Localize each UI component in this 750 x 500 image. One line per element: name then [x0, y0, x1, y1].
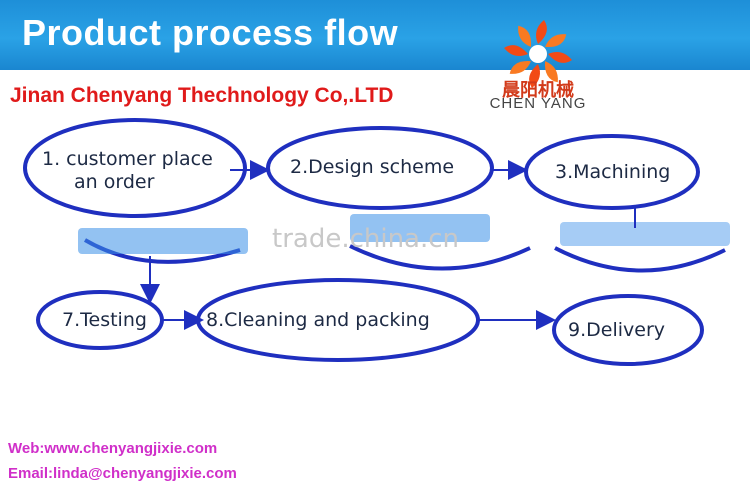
hidden-row-overlay-right — [560, 222, 730, 246]
step-2-label: 2.Design scheme — [290, 156, 454, 178]
logo-name-en: CHEN YANG — [489, 95, 587, 112]
hidden-row-overlay-left — [78, 228, 248, 254]
hidden-step-outline-right — [554, 246, 726, 273]
step-1-label-line-1: 1. customer place — [42, 148, 213, 170]
hidden-row-overlay-middle — [350, 214, 490, 242]
step-3-label: 3.Machining — [555, 161, 670, 183]
title-banner: Product process flow — [0, 0, 750, 70]
footer-email: Email:linda@chenyangjixie.com — [8, 465, 237, 482]
logo-name-cn: 晨阳机械 — [502, 80, 574, 101]
step-9-node — [552, 294, 704, 366]
sunflower-logo-icon — [504, 20, 572, 88]
step-1-node — [23, 118, 247, 218]
step-1-label-line-2: an order — [74, 171, 155, 193]
page-title: Product process flow — [22, 12, 399, 53]
step-8-label: 8.Cleaning and packing — [206, 309, 430, 331]
process-flow-diagram: 1. customer place an order 2.Design sche… — [23, 118, 730, 366]
step-7-label: 7.Testing — [62, 309, 147, 331]
footer-web: Web:www.chenyangjixie.com — [8, 440, 218, 457]
hidden-step-outline-middle — [349, 244, 531, 271]
watermark: trade.china.cn — [272, 224, 460, 254]
step-9-label: 9.Delivery — [568, 319, 665, 341]
company-name: Jinan Chenyang Thechnology Co,.LTD — [10, 84, 394, 107]
